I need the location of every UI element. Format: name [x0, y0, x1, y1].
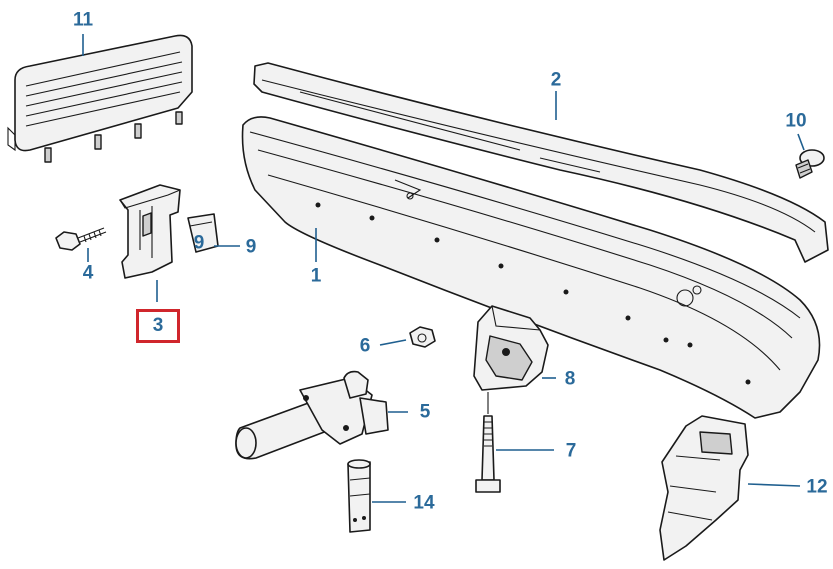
- part-6-nut: [409, 326, 436, 348]
- leader-12: [747, 483, 801, 487]
- callout-10: 10: [785, 110, 807, 132]
- part-10-bolt: [795, 149, 825, 179]
- callout-11: 11: [72, 9, 94, 31]
- callout-1: 1: [310, 265, 322, 287]
- leader-lines: [82, 34, 805, 503]
- callout-14: 14: [413, 492, 435, 514]
- callout-7: 7: [565, 440, 577, 462]
- callout-4: 4: [82, 262, 94, 284]
- part-2-trim-strip: [253, 62, 829, 263]
- part-5-impact-absorber: [235, 370, 389, 460]
- leader-10: [797, 133, 805, 151]
- part-11-grille: [7, 34, 193, 163]
- part-8-mount-bracket: [473, 305, 549, 391]
- callout-9: 9: [245, 236, 257, 258]
- part-1-bumper-carrier: [241, 116, 821, 419]
- callout-12: 12: [806, 476, 828, 498]
- part-12-side-bracket: [659, 415, 749, 561]
- leader-6: [379, 339, 407, 346]
- callout-8: 8: [564, 368, 576, 390]
- callout-6: 6: [359, 335, 371, 357]
- part-4-screw: [55, 227, 107, 251]
- grille-pegs: [44, 111, 183, 163]
- part-3-bracket: [119, 184, 181, 279]
- callout-3-highlighted: 3: [136, 309, 180, 343]
- part-14-sleeve: [347, 459, 371, 533]
- part-9-clip-nut: [187, 213, 219, 253]
- part-7-long-bolt: [475, 392, 501, 493]
- callout-5: 5: [419, 401, 431, 423]
- callout-9-inline: 9: [193, 232, 205, 254]
- callout-2: 2: [550, 69, 562, 91]
